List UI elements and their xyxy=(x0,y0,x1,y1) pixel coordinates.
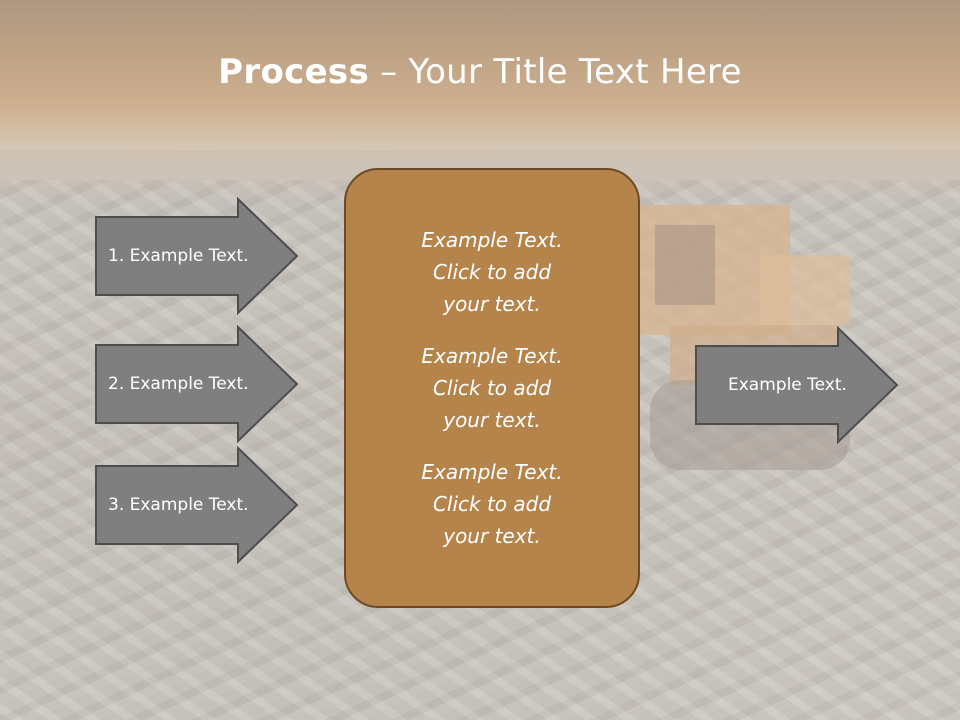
block-line: your text. xyxy=(443,292,541,316)
block-line: your text. xyxy=(443,408,541,432)
block-line: Example Text. xyxy=(421,228,563,252)
arrow-shape xyxy=(95,325,299,443)
block-line: Click to add xyxy=(432,260,552,284)
center-block-3: Example Text. Click to add your text. xyxy=(421,456,562,552)
left-arrow-3[interactable]: 3. Example Text. xyxy=(94,446,300,564)
left-arrow-1-label: 1. Example Text. xyxy=(108,246,249,266)
center-block-2: Example Text. Click to add your text. xyxy=(421,340,562,436)
left-arrow-3-label: 3. Example Text. xyxy=(108,495,249,515)
arrow-shape xyxy=(95,197,299,315)
center-text-box[interactable]: Example Text. Click to add your text. Ex… xyxy=(344,168,640,608)
block-line: your text. xyxy=(443,524,541,548)
block-line: Click to add xyxy=(432,492,552,516)
center-block-1: Example Text. Click to add your text. xyxy=(421,224,562,320)
arrow-shape xyxy=(95,446,299,564)
left-arrow-1[interactable]: 1. Example Text. xyxy=(94,197,300,315)
left-arrow-2[interactable]: 2. Example Text. xyxy=(94,325,300,443)
arrow-shape xyxy=(695,326,899,444)
block-line: Example Text. xyxy=(421,460,563,484)
right-arrow-label: Example Text. xyxy=(728,375,847,395)
right-arrow[interactable]: Example Text. xyxy=(694,326,900,444)
title-bold: Process xyxy=(218,52,370,92)
left-arrow-2-label: 2. Example Text. xyxy=(108,374,249,394)
title-rest: – Your Title Text Here xyxy=(369,52,742,92)
block-line: Example Text. xyxy=(421,344,563,368)
slide-title: Process – Your Title Text Here xyxy=(0,52,960,92)
title-band xyxy=(0,0,960,200)
block-line: Click to add xyxy=(432,376,552,400)
